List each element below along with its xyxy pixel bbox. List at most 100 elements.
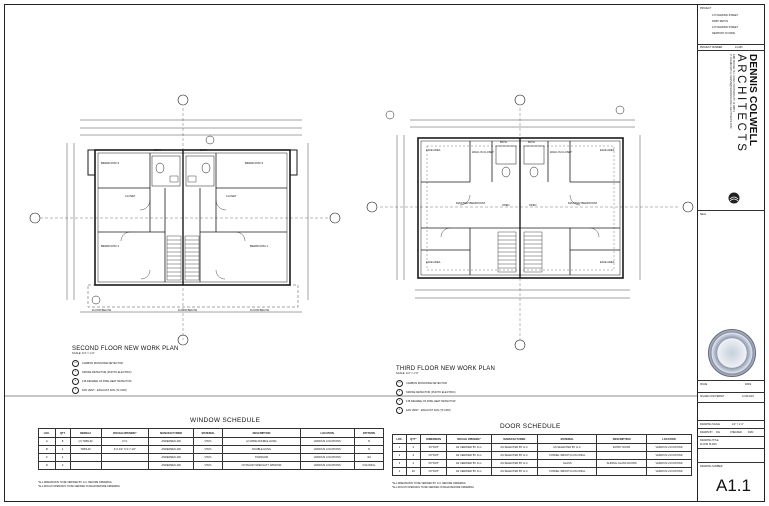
table-cell: VARIOUS LOCATIONS	[645, 467, 693, 476]
table-header-row: LOC. QTY MODEL# ROUGH OPENING* MANUFACTU…	[38, 428, 385, 438]
room-label: EAVE AREA	[600, 261, 615, 264]
door-schedule-table: LOC. QTY* DIMENSION ROUGH OPENING* MANUF…	[392, 434, 693, 476]
project-line: 147 DIAMOND STREET	[712, 26, 739, 29]
table-cell: VARIOUS LOCATIONS	[299, 445, 355, 454]
table-cell: 2'6"X6'8"	[419, 467, 448, 476]
room-label: MASTER BEDROOM	[568, 201, 597, 205]
table-cell: 6 PANEL SMOOTH COLONIAL	[537, 451, 598, 460]
table-cell: 4	[392, 467, 407, 476]
table-cell: VARIOUS LOCATIONS	[299, 453, 355, 462]
room-label: EAVE AREA	[600, 149, 615, 152]
table-cell: AS VERIFIED BY G.C.	[446, 459, 492, 468]
drawn-by-label: DRAWN BY	[700, 431, 713, 434]
project-number-label: PROJECT NUMBER	[700, 46, 723, 49]
exhaust-fan-icon: F	[396, 407, 403, 414]
firm-contact: P: 401.683.3171 E: DENNIS@DENNISCOLWELLA…	[729, 54, 732, 129]
floor-plans-drawing	[4, 94, 697, 397]
table-cell: ANDERSEN 400	[148, 445, 195, 454]
table-cell	[100, 461, 150, 470]
date-value: 12.08.2021	[742, 395, 754, 398]
door-schedule-title: DOOR SCHEDULE	[500, 423, 561, 430]
exhaust-fan-icon: F	[72, 387, 79, 394]
heat-detector-icon: H	[396, 398, 403, 405]
project-number: 21-083	[735, 46, 743, 49]
checked-by: DMC	[748, 431, 754, 434]
column-header: DIMENSION	[419, 434, 448, 444]
table-cell	[69, 453, 102, 462]
table-cell: DOUBLE HUNG	[222, 445, 301, 454]
drawing-scale: 1/4" = 1'-0"	[732, 423, 744, 426]
architect-seal-icon	[708, 329, 756, 377]
co-detector-icon: CO	[396, 380, 403, 387]
firm-name: DENNIS COLWELL	[747, 54, 758, 147]
column-header: LOCATION	[299, 428, 355, 438]
column-header: MATERIAL	[193, 428, 224, 438]
floor-below-label: FLOOR BELOW	[92, 309, 112, 312]
table-cell: 3'-6 1/2" X 3'-7 1/2"	[100, 445, 150, 454]
drawing-scale-label: DRAWING SCALE	[700, 423, 720, 426]
room-label: BATH	[528, 141, 535, 144]
door-schedule-note: *ALL ROUGH OPENINGS TO BE VERIFIED IN FI…	[392, 486, 474, 489]
table-cell: AS SELECTED BY G.C.	[490, 451, 539, 460]
table-cell: ANDERSEN 400	[148, 437, 195, 446]
window-schedule-title: WINDOW SCHEDULE	[190, 417, 261, 424]
table-cell: 8	[54, 437, 71, 446]
column-header: QTY	[54, 428, 71, 438]
table-cell: 1	[392, 443, 407, 452]
project-label: PROJECT	[700, 7, 712, 10]
issue-value: ISSUED FOR PERMIT	[700, 395, 725, 398]
table-cell: A	[38, 437, 56, 446]
room-label: BEDROOM 3	[245, 161, 264, 165]
table-cell: COLONIAL	[353, 461, 385, 470]
third-floor-plan-scale: SCALE: 1/4" = 1'-0"	[396, 372, 419, 375]
third-floor-plan-title: THIRD FLOOR NEW WORK PLAN	[396, 366, 496, 372]
table-cell: D	[38, 461, 56, 470]
column-header: LOC.	[38, 428, 56, 438]
table-cell	[100, 453, 150, 462]
table-cell: SLIDING GLASS DOORS	[596, 459, 647, 468]
smoke-detector-icon: S	[396, 389, 403, 396]
table-cell: 4/4	[353, 453, 385, 462]
room-label: OPEN	[529, 204, 537, 207]
table-cell: AS VERIFIED BY G.C.	[446, 451, 492, 460]
table-cell: 2'6"X6'8"	[419, 451, 448, 460]
floor-below-label: FLOOR BELOW	[178, 309, 198, 312]
table-header-row: LOC. QTY* DIMENSION ROUGH OPENING* MANUF…	[392, 434, 693, 444]
sheet-number: A1.1	[716, 476, 751, 495]
column-header: DESCRIPTION	[596, 434, 647, 444]
room-label: WALK-IN CLOSET	[550, 151, 572, 154]
table-cell: 2	[392, 451, 407, 460]
table-cell: VARIOUS LOCATIONS	[299, 437, 355, 446]
drawn-by: DJL	[716, 431, 721, 434]
table-cell: 3	[392, 459, 407, 468]
room-label: OPEN	[502, 204, 510, 207]
project-line: KIRBY RETOS	[712, 20, 728, 23]
table-cell: VARIOUS LOCATIONS	[645, 443, 693, 452]
room-label: EAVE AREA	[426, 261, 441, 264]
drawing-title-label: DRAWING TITLE	[700, 439, 719, 442]
firm-name-secondary: ARCHITECTS	[735, 54, 747, 154]
table-cell: TRANSOM	[222, 453, 301, 462]
issue-label: ISSUE	[700, 383, 708, 386]
window-schedule-table: LOC. QTY MODEL# ROUGH OPENING* MANUFACTU…	[38, 428, 385, 470]
table-cell: 5'0"X6'8"	[419, 459, 448, 468]
table-cell: 4	[405, 451, 421, 460]
room-label: BEDROOM 1	[250, 244, 269, 248]
table-cell: 3'0"X6'8"	[419, 443, 448, 452]
column-header: PATTERN	[353, 428, 385, 438]
table-cell: GLASS	[537, 459, 598, 468]
room-label: BEDROOM 3	[101, 161, 120, 165]
table-cell	[596, 467, 647, 476]
table-cell	[69, 461, 102, 470]
room-label: BATH	[200, 149, 207, 152]
table-cell: B	[38, 445, 56, 454]
